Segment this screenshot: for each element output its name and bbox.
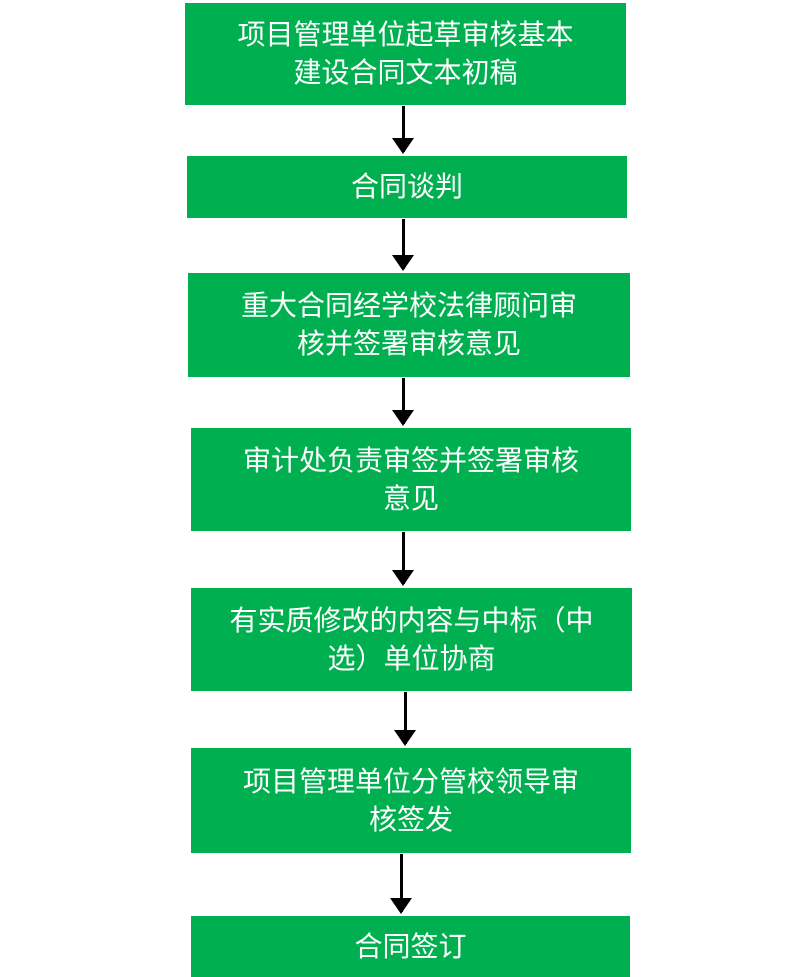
arrow-down-icon bbox=[392, 106, 414, 154]
arrow-down-icon bbox=[390, 854, 412, 914]
step-1-line-1: 项目管理单位起草审核基本 bbox=[237, 18, 574, 51]
arrow-down-icon bbox=[394, 692, 416, 746]
arrow-down-icon bbox=[392, 532, 414, 586]
step-6-line-1: 项目管理单位分管校领导审 bbox=[242, 764, 579, 798]
step-4-box: 审计处负责审签并签署审核 意见 bbox=[191, 428, 631, 531]
step-5-line-2: 选）单位协商 bbox=[327, 641, 496, 675]
step-5-box: 有实质修改的内容与中标（中 选）单位协商 bbox=[191, 588, 632, 691]
step-3-line-1: 重大合同经学校法律顾问审 bbox=[240, 289, 577, 322]
step-2-box: 合同谈判 bbox=[187, 156, 627, 218]
step-2-line-1: 合同谈判 bbox=[350, 170, 463, 203]
step-4-line-2: 意见 bbox=[382, 481, 439, 515]
step-7-line-1: 合同签订 bbox=[354, 929, 467, 963]
step-1-line-2: 建设合同文本初稿 bbox=[293, 56, 518, 89]
step-6-line-2: 核签发 bbox=[368, 802, 453, 836]
step-3-box: 重大合同经学校法律顾问审 核并签署审核意见 bbox=[188, 273, 630, 377]
arrow-down-icon bbox=[392, 378, 414, 426]
step-3-line-2: 核并签署审核意见 bbox=[296, 327, 521, 360]
step-4-line-1: 审计处负责审签并签署审核 bbox=[242, 443, 579, 477]
arrow-down-icon bbox=[392, 219, 414, 271]
step-5-line-1: 有实质修改的内容与中标（中 bbox=[229, 603, 594, 637]
step-6-box: 项目管理单位分管校领导审 核签发 bbox=[191, 748, 631, 853]
step-7-box: 合同签订 bbox=[191, 916, 630, 977]
step-1-box: 项目管理单位起草审核基本 建设合同文本初稿 bbox=[185, 3, 626, 105]
